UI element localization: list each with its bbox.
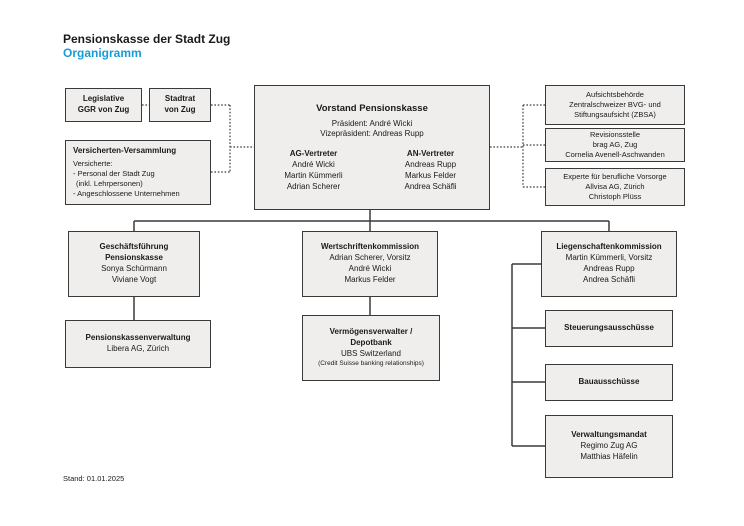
wsk-title: Wertschriftenkommission [320,242,420,252]
gf-member2: Viviane Vogt [111,274,157,284]
vvw-line1: UBS Switzerland [340,349,402,359]
aufsicht-title: Aufsichtsbehörde [586,89,644,99]
steuerung-title: Steuerungsausschüsse [564,323,654,333]
lsk-member2: Andreas Rupp [583,264,635,273]
bau-title: Bauausschüsse [578,377,640,387]
an-vertreter-column: AN-Vertreter Andreas Rupp Markus Felder … [372,149,489,192]
experte-line2: Christoph Plüss [588,192,642,202]
versicherte-line3: (inkl. Lehrpersonen) [76,178,143,188]
box-liegenschaftenkommission: Liegenschaftenkommission Martin Kümmerli… [541,231,677,297]
revision-line2: Cornelia Avenell-Aschwanden [565,150,665,160]
ag-member: Martin Kümmerli [284,170,343,180]
box-steuerungsausschuesse: Steuerungsausschüsse [545,310,673,347]
lsk-title: Liegenschaftenkommission [556,242,662,252]
pkv-line1: Libera AG, Zürich [106,344,170,353]
versicherte-line4: - Angeschlossene Unternehmen [73,189,180,199]
gf-title2: Pensionskasse [105,253,163,263]
an-member: Andreas Rupp [404,159,457,169]
box-geschaeftsfuehrung: Geschäftsführung Pensionskasse Sonya Sch… [68,231,200,297]
vvw-title1: Vermögensverwalter / [329,327,413,337]
legislative-line2: GGR von Zug [77,105,130,114]
lsk-member3: Andrea Schäfli [582,274,636,284]
lsk-member1: Martin Kümmerli, Vorsitz [565,253,653,263]
vwm-line1: Regimo Zug AG [580,441,638,451]
ag-vertreter-column: AG-Vertreter André Wicki Martin Kümmerli… [255,149,372,192]
box-versicherten-versammlung: Versicherten-Versammlung Versicherte: - … [65,140,211,205]
versicherte-title: Versicherten-Versammlung [73,145,177,155]
gf-title1: Geschäftsführung [99,242,169,252]
box-pensionskassenverwaltung: Pensionskassenverwaltung Libera AG, Züri… [65,320,211,368]
wsk-member3: Markus Felder [344,274,396,284]
vwm-line2: Matthias Häfelin [580,451,638,461]
gf-member1: Sonya Schürmann [101,264,167,273]
experte-line1: Allvisa AG, Zürich [585,181,645,191]
vorstand-title: Vorstand Pensionskasse [316,102,428,114]
an-member: Andrea Schäfli [404,181,457,191]
an-vertreter-header: AN-Vertreter [406,149,455,159]
page-title: Pensionskasse der Stadt Zug [63,32,231,46]
box-revisionsstelle: Revisionsstelle brag AG, Zug Cornelia Av… [545,128,685,162]
box-stadtrat: Stadtrat von Zug [149,88,211,122]
box-aufsichtsbehoerde: Aufsichtsbehörde Zentralschweizer BVG- u… [545,85,685,125]
wsk-member2: André Wicki [348,264,392,273]
versicherte-line2: - Personal der Stadt Zug [73,168,155,178]
aufsicht-line1: Zentralschweizer BVG- und [569,99,661,109]
vorstand-vizepraesident: Vizepräsident: Andreas Rupp [320,129,424,139]
page-subtitle: Organigramm [63,45,142,60]
vvw-line2: (Credit Suisse banking relationships) [318,359,424,367]
box-experte-vorsorge: Experte für berufliche Vorsorge Allvisa … [545,168,685,206]
versicherte-line1: Versicherte: [73,158,113,168]
vwm-title: Verwaltungsmandat [571,430,647,440]
wsk-member1: Adrian Scherer, Vorsitz [329,253,411,263]
legislative-line1: Legislative [82,94,125,104]
box-legislative-ggr: Legislative GGR von Zug [65,88,142,122]
vorstand-praesident: Präsident: André Wicki [331,118,413,128]
pkv-title: Pensionskassenverwaltung [85,333,191,343]
ag-member: André Wicki [292,159,335,169]
vorstand-columns: AG-Vertreter André Wicki Martin Kümmerli… [255,149,489,192]
document-header: Pensionskasse der Stadt Zug Organigramm [63,32,231,61]
aufsicht-line2: Stiftungsaufsicht (ZBSA) [574,110,656,120]
ag-vertreter-header: AG-Vertreter [289,149,338,159]
revision-title: Revisionsstelle [589,129,641,139]
experte-title: Experte für berufliche Vorsorge [563,171,667,181]
box-vorstand-pensionskasse: Vorstand Pensionskasse Präsident: André … [254,85,490,210]
box-wertschriftenkommission: Wertschriftenkommission Adrian Scherer, … [302,231,438,297]
an-member: Markus Felder [404,170,457,180]
box-verwaltungsmandat: Verwaltungsmandat Regimo Zug AG Matthias… [545,415,673,478]
vvw-title2: Depotbank [350,338,392,348]
revision-line1: brag AG, Zug [592,139,638,149]
ag-member: Adrian Scherer [286,181,341,191]
box-bauausschuesse: Bauausschüsse [545,364,673,401]
box-vermoegensverwalter-depotbank: Vermögensverwalter / Depotbank UBS Switz… [302,315,440,381]
stadtrat-line2: von Zug [164,105,196,114]
footer-stand-date: Stand: 01.01.2025 [63,474,125,483]
stadtrat-line1: Stadtrat [164,94,196,104]
